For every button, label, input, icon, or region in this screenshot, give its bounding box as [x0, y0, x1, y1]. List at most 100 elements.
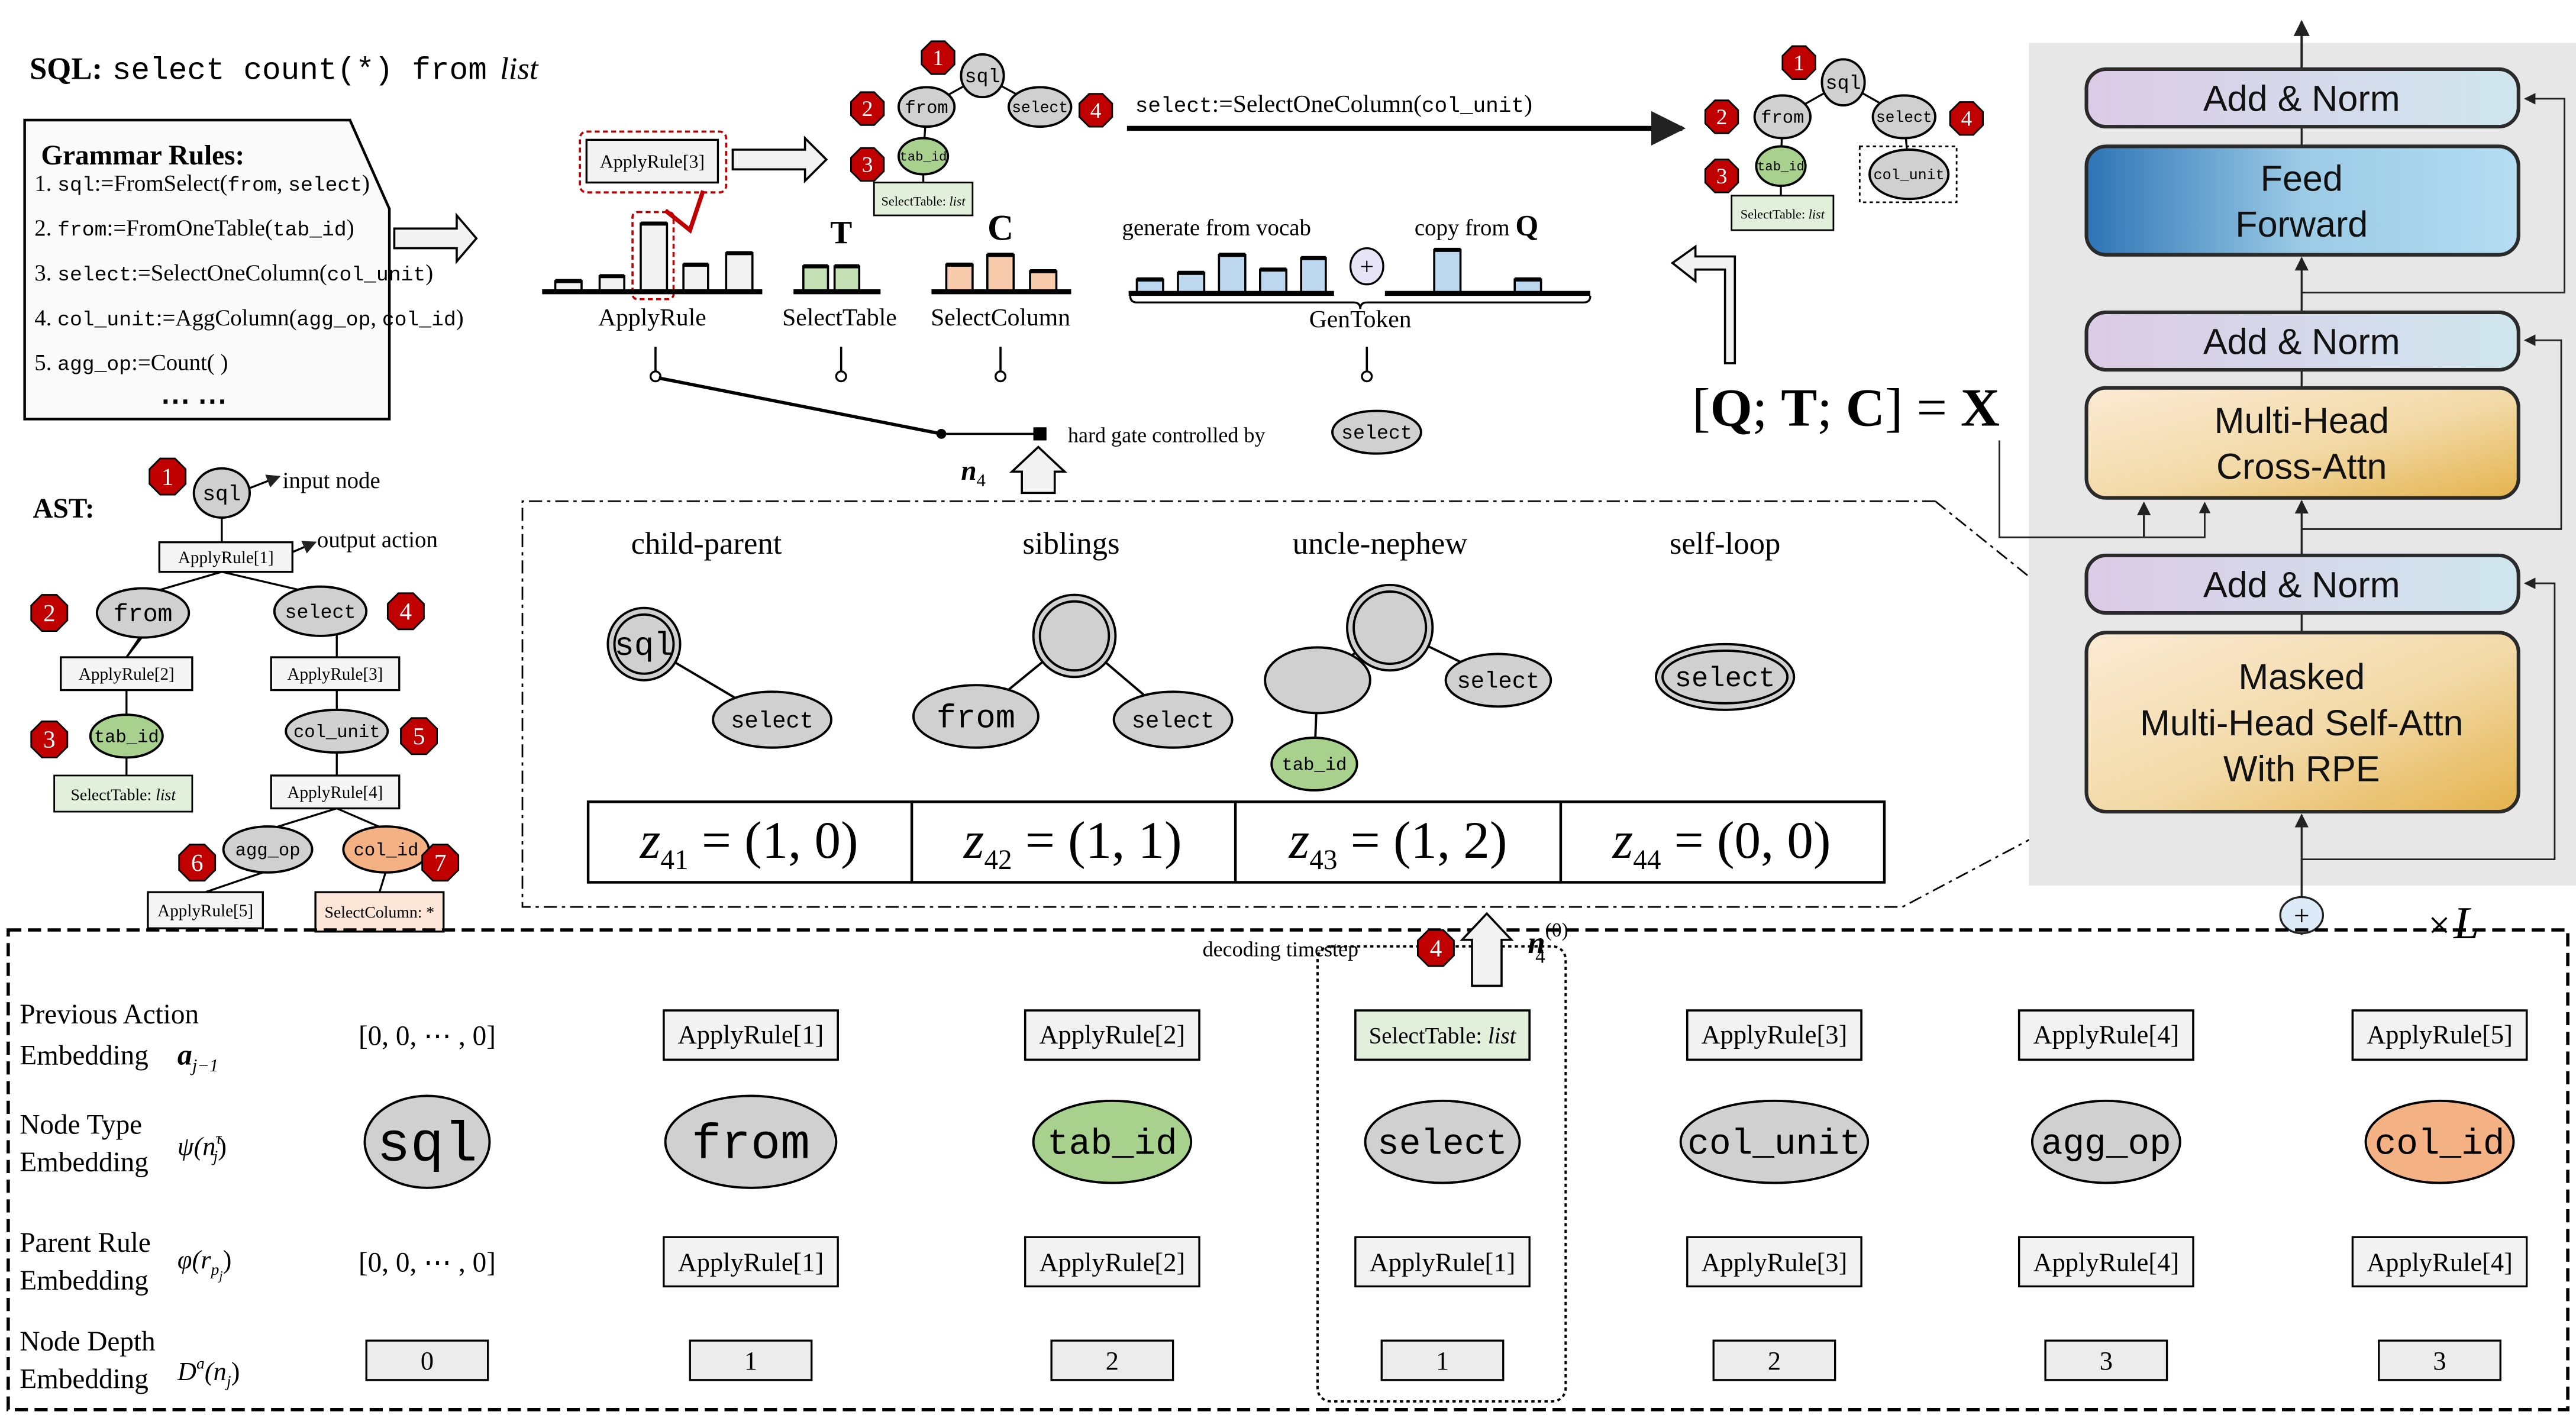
text-part: Q [1515, 208, 1538, 241]
box-frame [365, 1339, 489, 1381]
box-label: 1 [744, 1346, 757, 1375]
relation-node-from: from [912, 684, 1040, 749]
node-ellipse [960, 53, 1005, 99]
ast-node-from: from [95, 587, 191, 639]
box-frame [873, 182, 974, 217]
badge-number: 1 [162, 463, 174, 490]
text-part: 2. [34, 215, 57, 241]
text-part: ) [1524, 91, 1532, 118]
probability-bar [945, 263, 974, 292]
node-label: col_unit [1874, 167, 1945, 184]
probability-bar [640, 222, 669, 292]
text-part: 44 [1633, 845, 1661, 876]
badge-number: 5 [413, 722, 425, 750]
prev-action-cell: ApplyRule[4] [2017, 1009, 2194, 1061]
ast-action-box: ApplyRule[2] [60, 656, 193, 692]
parent-rule-cell: ApplyRule[2] [1024, 1236, 1200, 1288]
node-ellipse [1008, 86, 1073, 128]
octagon-icon [1416, 929, 1455, 967]
tree-node-sql: sql [960, 53, 1005, 99]
text-part: select count(*) from [112, 53, 487, 89]
text-part: z [640, 812, 661, 870]
ast-action-box: ApplyRule[4] [270, 774, 401, 810]
box-frame [2018, 1236, 2194, 1288]
node-label: from [114, 600, 173, 629]
box-frame [1380, 1339, 1505, 1381]
text-part: SQL: [30, 52, 102, 86]
node-label: col_unit [293, 723, 380, 743]
box-frame [2044, 1339, 2168, 1381]
text-part: :=AggColumn( [156, 305, 297, 331]
text-part: j [225, 1372, 231, 1391]
block-label: Masked [2238, 657, 2365, 697]
node-depth-cell: 0 [365, 1339, 489, 1381]
row-title: Parent Rule [20, 1228, 150, 1258]
block-label: Cross-Attn [2216, 447, 2387, 487]
text-part: a [177, 1038, 192, 1071]
text-part: ) [231, 1356, 240, 1386]
node-label: tab_id [900, 150, 947, 164]
box-frame [314, 891, 445, 933]
node-label: select [1341, 423, 1412, 445]
node-depth-cell: 3 [2044, 1339, 2168, 1381]
select-table-box: SelectTable: list [1731, 195, 1835, 231]
relation-z-cell: z42 = (1, 1) [963, 812, 1182, 876]
relation-node-sql: sql [606, 606, 682, 681]
node-type-cell: agg_op [2031, 1099, 2181, 1184]
prev-action-cell: ApplyRule[3] [1686, 1009, 1862, 1061]
node-type-cell: from [664, 1094, 838, 1189]
octagon-icon [421, 844, 460, 882]
block-label: Add & Norm [2203, 322, 2400, 362]
ast-action-box: ApplyRule[1] [158, 541, 293, 573]
text-part: p [210, 1261, 219, 1279]
text-part: (1, 0) [744, 812, 858, 870]
badge-number: 2 [862, 97, 873, 121]
octagon-icon [178, 844, 217, 882]
step-badge: 6 [178, 844, 217, 882]
box-label: ApplyRule[4] [288, 783, 383, 802]
layer-repeat-label: ×L [2428, 897, 2479, 948]
box-frame [1731, 195, 1835, 231]
probability-bar [802, 265, 829, 292]
box-frame [2017, 1009, 2194, 1061]
node-ellipse [912, 684, 1040, 749]
label: SelectTable: list [70, 786, 176, 805]
plus-sign: + [1360, 253, 1374, 280]
node-label: from [692, 1118, 810, 1174]
badge-number: 4 [1430, 934, 1442, 961]
node-label: tab_id [1047, 1124, 1177, 1165]
select-column-label: SelectColumn [931, 304, 1070, 331]
brace [1129, 296, 1592, 309]
text-part: ; [1817, 377, 1845, 438]
row-title: Embedding [20, 1147, 149, 1178]
box-frame [60, 656, 193, 692]
text-part: (1, 2) [1393, 812, 1507, 870]
node-ellipse [2364, 1099, 2515, 1184]
text-part: ψ(n [177, 1131, 216, 1161]
text-part: (0) [1545, 919, 1568, 941]
input-equation: [Q; T; C] = X [1692, 377, 2000, 438]
probability-bar [598, 275, 625, 292]
node-ellipse [1346, 583, 1434, 672]
grammar-title: Grammar Rules: [41, 140, 244, 171]
ast-action-box: ApplyRule[3] [270, 656, 401, 692]
prev-action-label: SelectTable: list [1369, 1023, 1517, 1049]
block-label: Add & Norm [2203, 565, 2400, 605]
input-node-annotation: input node [283, 468, 380, 493]
box-label: 2 [1768, 1346, 1781, 1375]
node-label: select [1457, 669, 1539, 695]
text-part: :=SelectOneColumn( [131, 260, 327, 286]
embedding-panel [7, 928, 2569, 1411]
text-part: :=Count( ) [131, 350, 228, 376]
box-frame [1024, 1236, 1200, 1288]
text-part: 41 [660, 845, 688, 876]
l-shaped-arrow-icon [1670, 244, 1736, 364]
text-part: , [277, 170, 288, 196]
text-part: list [1488, 1023, 1517, 1049]
plus-icon: + [1349, 247, 1384, 286]
residual-connection [2301, 93, 2565, 293]
step-badge: 2 [30, 594, 69, 632]
